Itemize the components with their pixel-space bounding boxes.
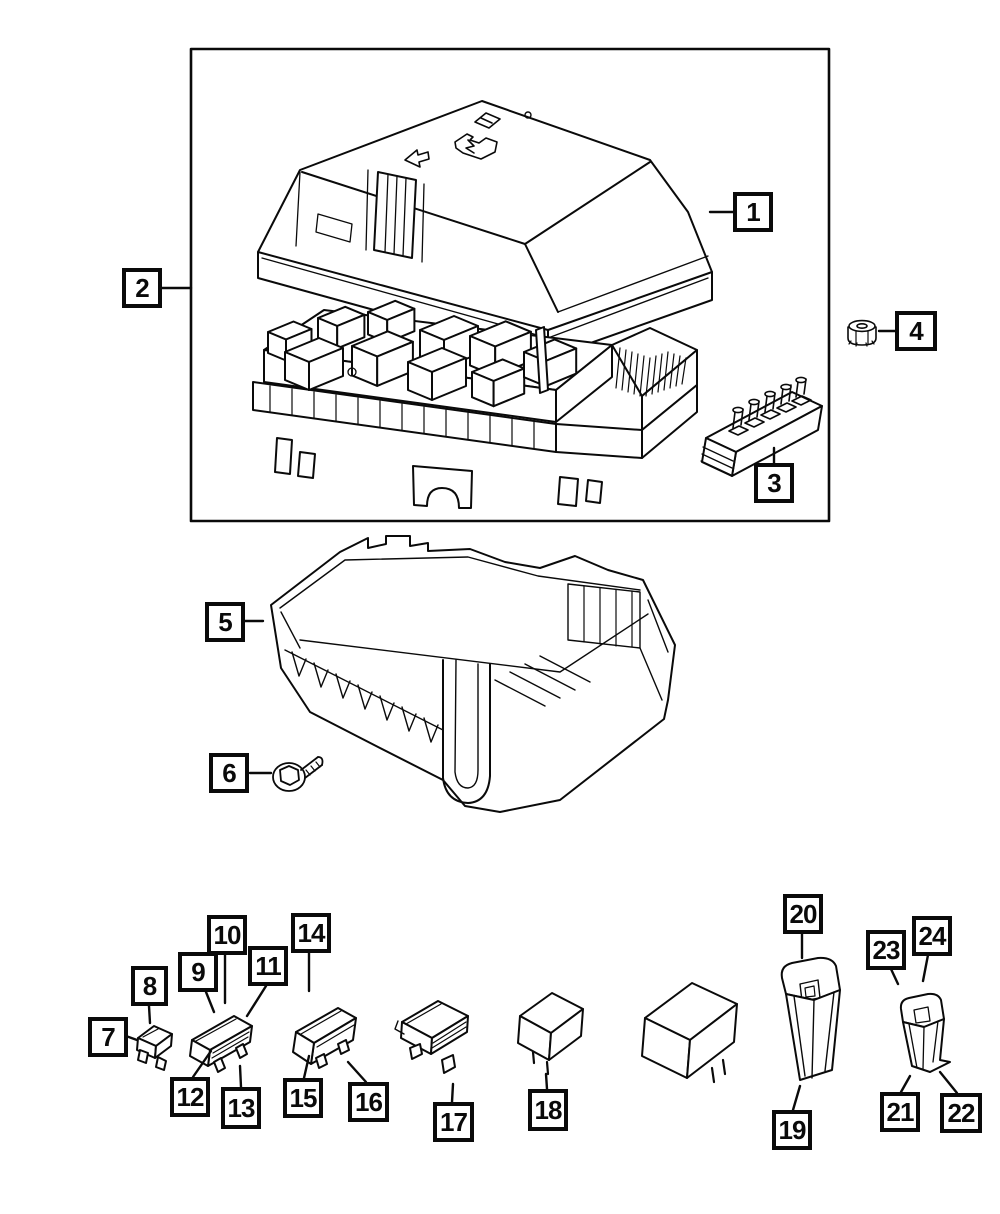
terminal-studs xyxy=(729,377,811,435)
tray-strap-loop xyxy=(443,660,490,803)
mini-relay-drawing xyxy=(642,983,737,1082)
micro-cartridge-fuse-drawing xyxy=(901,994,950,1072)
callout-12[interactable]: 12 xyxy=(170,1077,210,1117)
micro-relay-drawing xyxy=(518,993,583,1074)
callout-24[interactable]: 24 xyxy=(912,916,952,956)
cartridge-fuse-drawing xyxy=(293,1008,356,1068)
pdc-body-drawing xyxy=(253,299,697,508)
hex-nut-drawing xyxy=(848,321,876,346)
fuse-symbol-icon xyxy=(455,134,497,159)
assembly-boundary-box xyxy=(191,49,829,521)
callout-10[interactable]: 10 xyxy=(207,915,247,955)
callout-11[interactable]: 11 xyxy=(248,946,288,986)
mini-fuse-drawing xyxy=(190,1016,252,1072)
callout-8[interactable]: 8 xyxy=(131,966,168,1006)
callout-22[interactable]: 22 xyxy=(940,1093,982,1133)
callout-1[interactable]: 1 xyxy=(733,192,773,232)
callout-16[interactable]: 16 xyxy=(348,1082,389,1122)
callout-5[interactable]: 5 xyxy=(205,602,245,642)
callout-6[interactable]: 6 xyxy=(209,753,249,793)
lower-tray-drawing xyxy=(271,536,675,812)
arrow-symbol-icon xyxy=(405,150,429,167)
cover-clip-tab xyxy=(475,113,500,128)
jcase-fuse-drawing xyxy=(395,1001,468,1073)
cover-latch xyxy=(366,170,424,262)
low-profile-fuse-drawing xyxy=(137,1026,172,1070)
leader-lines xyxy=(126,212,957,1110)
callout-23[interactable]: 23 xyxy=(866,930,906,970)
callout-18[interactable]: 18 xyxy=(528,1089,568,1131)
callout-7[interactable]: 7 xyxy=(88,1017,128,1057)
callout-19[interactable]: 19 xyxy=(772,1110,812,1150)
callout-2[interactable]: 2 xyxy=(122,268,162,308)
callout-4[interactable]: 4 xyxy=(895,311,937,351)
callout-15[interactable]: 15 xyxy=(283,1078,323,1118)
callout-14[interactable]: 14 xyxy=(291,913,331,953)
callout-3[interactable]: 3 xyxy=(754,463,794,503)
callout-21[interactable]: 21 xyxy=(880,1092,920,1132)
callout-9[interactable]: 9 xyxy=(178,952,218,992)
terminal-block-drawing xyxy=(701,377,822,476)
callout-17[interactable]: 17 xyxy=(433,1102,474,1142)
callout-20[interactable]: 20 xyxy=(783,894,823,934)
mounting-bolt-drawing xyxy=(273,757,323,791)
fuse-box-cover-drawing xyxy=(258,101,712,358)
maxi-cartridge-fuse-drawing xyxy=(782,958,840,1080)
callout-13[interactable]: 13 xyxy=(221,1087,261,1129)
